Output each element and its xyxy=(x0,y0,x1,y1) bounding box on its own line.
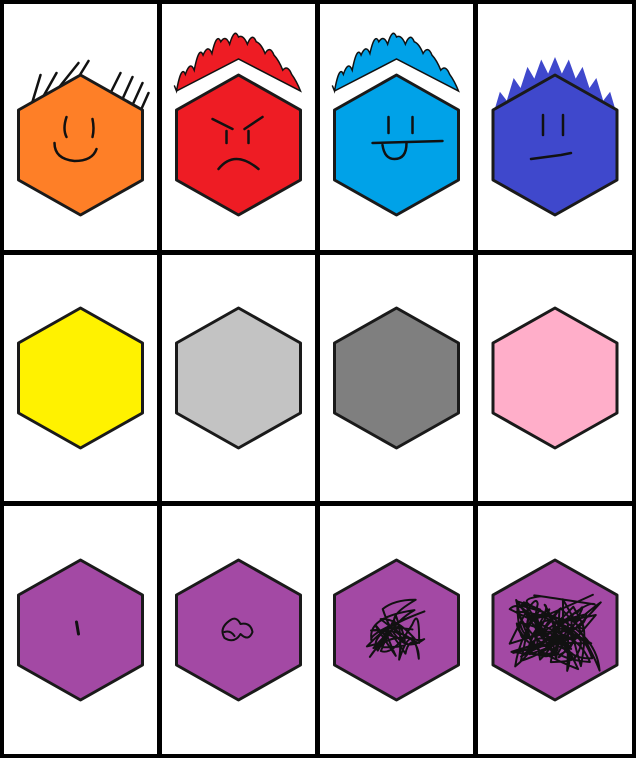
face xyxy=(371,115,444,161)
scribble-mark xyxy=(365,598,426,661)
hexagon xyxy=(491,73,619,217)
face xyxy=(211,115,264,171)
left-eye xyxy=(63,115,68,139)
mouth xyxy=(53,141,98,163)
hair-strand xyxy=(131,81,144,107)
face xyxy=(529,113,573,161)
hair xyxy=(173,32,302,94)
hexagon xyxy=(17,558,144,702)
mouth xyxy=(371,139,444,145)
yellow-hexagon xyxy=(4,255,157,501)
purple-hexagon-dot xyxy=(4,506,157,754)
right-brow xyxy=(243,115,264,131)
purple-hexagon-medium-scribble xyxy=(320,506,473,754)
grid-cells xyxy=(4,4,632,754)
face xyxy=(53,115,98,163)
light-gray-hexagon xyxy=(162,255,315,501)
purple-hexagon-small-scribble xyxy=(162,506,315,754)
scribble-mark xyxy=(75,620,80,636)
right-eye xyxy=(91,117,95,139)
hexagon xyxy=(333,306,460,450)
hair-strand xyxy=(109,71,122,95)
mouth xyxy=(529,151,573,161)
hexagon xyxy=(333,73,460,217)
left-brow xyxy=(211,117,234,131)
indigo-neutral-hexagon xyxy=(478,4,632,250)
hexagon xyxy=(491,306,619,450)
hexagon xyxy=(175,306,302,450)
scribble xyxy=(221,617,254,642)
red-angry-hexagon xyxy=(162,4,315,250)
scribble-mark xyxy=(508,593,602,672)
purple-hexagon-heavy-scribble xyxy=(478,506,632,754)
orange-smiling-hexagon xyxy=(4,4,157,250)
hair-strand xyxy=(121,75,134,101)
scribble xyxy=(365,598,426,661)
dark-gray-hexagon xyxy=(320,255,473,501)
blue-tongue-out-hexagon xyxy=(320,4,473,250)
hair xyxy=(493,57,617,115)
mouth xyxy=(217,157,260,171)
scribble xyxy=(508,593,602,672)
tongue xyxy=(381,141,408,161)
scribble-mark xyxy=(221,617,254,642)
hexagon xyxy=(17,306,144,450)
hexagon xyxy=(175,558,302,702)
hexagon xyxy=(175,73,302,217)
scribble xyxy=(75,620,80,636)
hexagon xyxy=(17,73,144,217)
pink-hexagon xyxy=(478,255,632,501)
hair xyxy=(331,32,460,94)
